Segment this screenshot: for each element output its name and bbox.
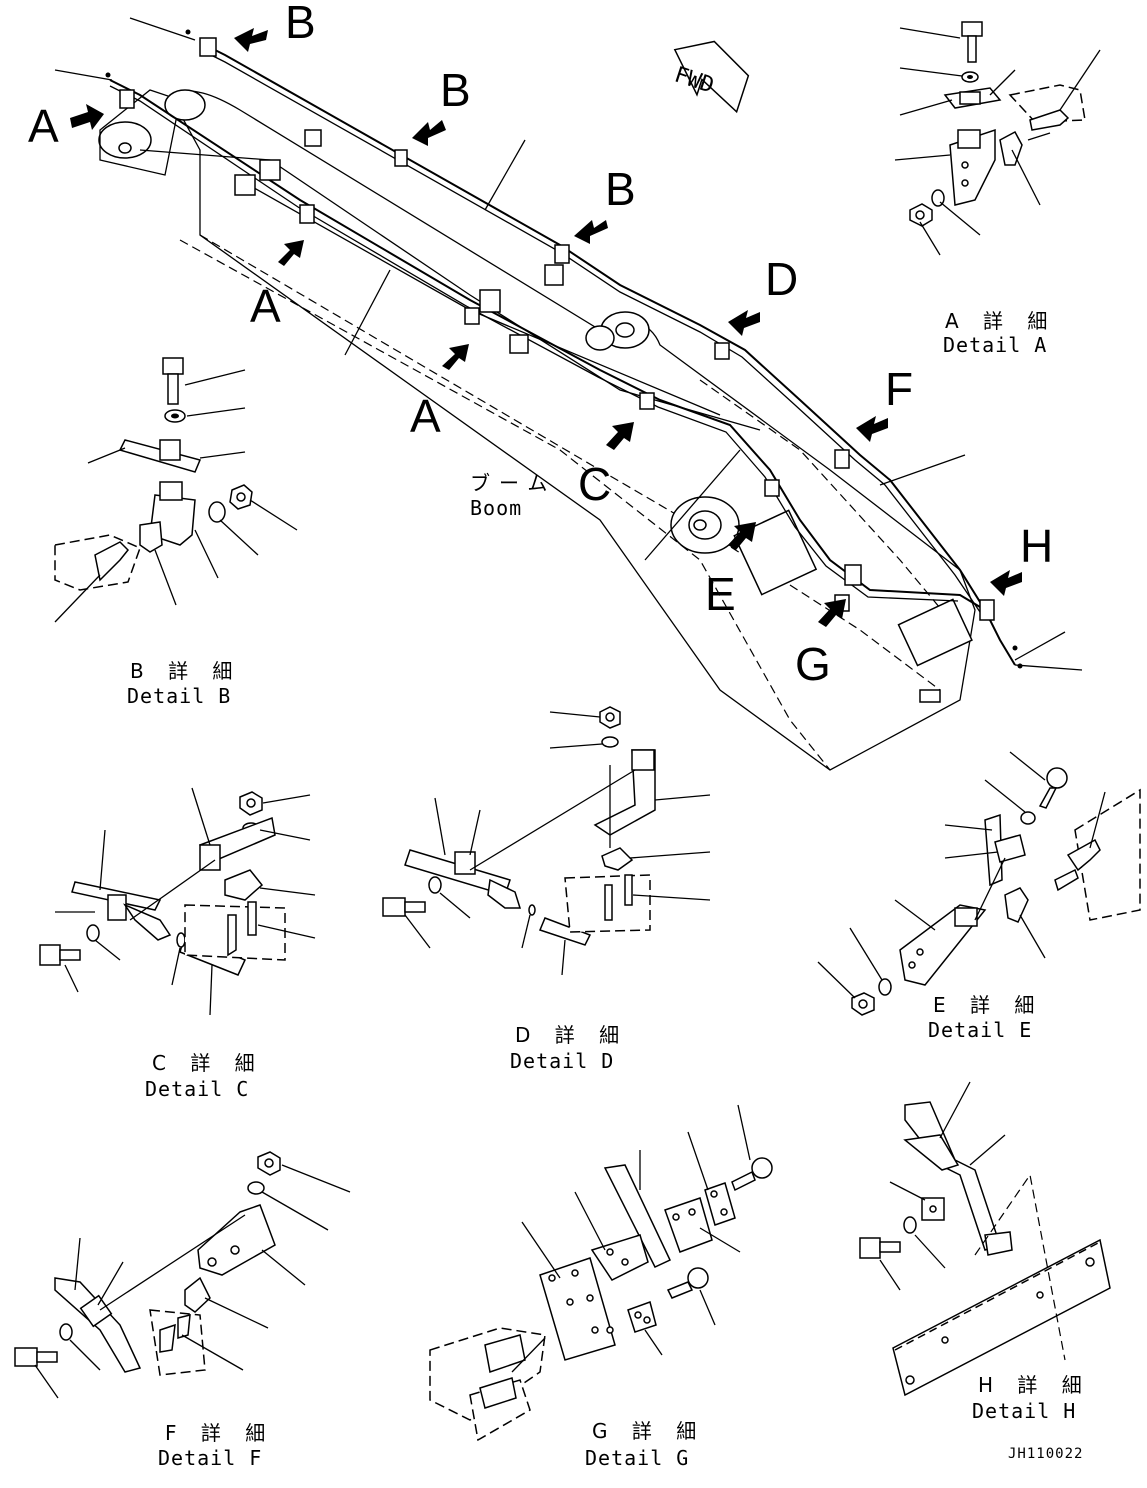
arrow-e-icon [728, 522, 756, 550]
callout-f: F [885, 363, 913, 415]
detail-c-title-en: Detail C [145, 1077, 249, 1101]
callout-arrows [70, 28, 1022, 627]
arrow-a-3-icon [442, 344, 469, 370]
fwd-direction-marker: FWD [671, 40, 750, 114]
arrow-b-1-icon [234, 28, 268, 52]
detail-d: D 詳 細 Detail D [382, 706, 711, 1073]
arrow-b-2-icon [412, 120, 446, 146]
detail-g: G 詳 細 Detail G [429, 1104, 773, 1470]
arrow-a-2-icon [278, 240, 304, 266]
detail-f: F 詳 細 Detail F [14, 1151, 351, 1470]
detail-h-title-jp: H 詳 細 [978, 1373, 1091, 1397]
detail-a-title-jp: A 詳 細 [945, 309, 1056, 333]
callout-a-1: A [28, 100, 59, 152]
detail-c: C 詳 細 Detail C [39, 787, 316, 1101]
detail-e-title-jp: E 詳 細 [933, 993, 1043, 1017]
detail-e: E 詳 細 Detail E [817, 751, 1141, 1042]
arrow-h-icon [990, 570, 1022, 596]
callout-a-2: A [250, 280, 281, 332]
callout-g: G [795, 638, 831, 690]
arrow-f-icon [856, 416, 888, 442]
callout-letters: A A A B B B C D E F G H [28, 0, 1053, 690]
detail-f-title-jp: F 詳 細 [165, 1421, 274, 1445]
drawing-code: JH110022 [1008, 1446, 1083, 1462]
detail-b: B 詳 細 Detail B [54, 357, 298, 708]
arrow-b-3-icon [574, 220, 608, 244]
detail-h: H 詳 細 Detail H [859, 1081, 1111, 1423]
hydraulic-line-lower [109, 79, 986, 611]
callout-h: H [1020, 520, 1053, 572]
arrow-d-icon [728, 310, 760, 336]
detail-b-title-jp: B 詳 細 [130, 659, 241, 683]
detail-b-title-en: Detail B [127, 684, 231, 708]
detail-h-title-en: Detail H [972, 1399, 1076, 1423]
detail-f-title-en: Detail F [158, 1446, 262, 1470]
detail-c-title-jp: C 詳 細 [152, 1051, 264, 1075]
detail-d-title-jp: D 詳 細 [515, 1023, 628, 1047]
boom-foot-pin [98, 121, 152, 159]
detail-g-title-en: Detail G [585, 1446, 689, 1470]
detail-d-title-en: Detail D [510, 1049, 614, 1073]
arrow-a-1-icon [70, 104, 104, 130]
detail-e-title-en: Detail E [928, 1018, 1032, 1042]
callout-b-3: B [605, 163, 636, 215]
boom-label-en: Boom [470, 496, 522, 520]
detail-a: A 詳 細 Detail A [894, 21, 1101, 357]
arrow-c-icon [606, 422, 634, 450]
boom-assembly [54, 17, 1083, 771]
callout-a-3: A [410, 390, 441, 442]
boom-label-jp: ブーム [470, 471, 556, 495]
callout-e: E [705, 568, 736, 620]
detail-a-title-en: Detail A [943, 333, 1047, 357]
boom-top-pin [164, 89, 206, 121]
hydraulic-line-upper [204, 44, 1016, 666]
detail-g-title-jp: G 詳 細 [592, 1419, 705, 1443]
callout-b-1: B [285, 0, 316, 48]
arrow-g-icon [818, 599, 846, 627]
callout-d: D [765, 253, 798, 305]
callout-c: C [578, 458, 611, 510]
callout-b-2: B [440, 64, 471, 116]
